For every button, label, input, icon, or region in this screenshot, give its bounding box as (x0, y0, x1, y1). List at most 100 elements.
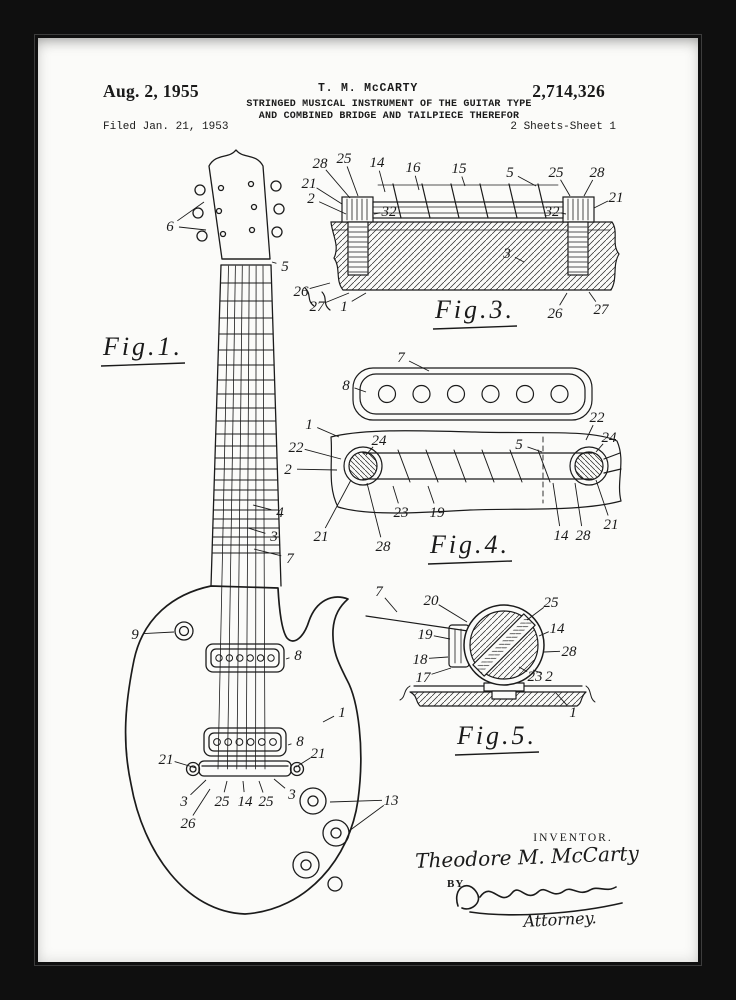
tuner-post (217, 184, 225, 192)
leader-line (574, 482, 583, 527)
guitar-tuner-pegs (192, 180, 285, 242)
string-diagonal (453, 449, 467, 483)
leader-line (242, 780, 245, 793)
patent-page (38, 38, 698, 962)
tuner-button (273, 203, 285, 215)
fig4-pickup (352, 367, 593, 421)
pole-piece (213, 738, 221, 746)
bridge-pickup-poles (213, 738, 277, 746)
callout-number: 28 (562, 644, 578, 660)
leader-line (192, 788, 211, 816)
tuner-button (270, 180, 282, 192)
pole-piece (246, 654, 254, 662)
fig3-torn-edge (321, 291, 331, 311)
leader-line (348, 804, 385, 832)
tuner-post (215, 207, 223, 215)
leader-line (271, 261, 277, 264)
neck-pickup-poles (215, 654, 275, 662)
leader-line (514, 256, 525, 263)
neck-edge-left (210, 264, 222, 587)
patent-title-line1: STRINGED MUSICAL INSTRUMENT OF THE GUITA… (246, 99, 532, 110)
stud-thread-lines (348, 226, 588, 273)
fig4-torn-top-piece (330, 430, 622, 514)
fig4-label: Fig.4. (429, 530, 510, 559)
callout-number: 25 (215, 794, 231, 810)
fig3-label: Fig.3. (434, 295, 515, 324)
leader-line (365, 446, 374, 456)
guitar-toggle-switch (174, 621, 194, 641)
callout-number: 7 (375, 584, 384, 600)
callout-number: 26 (294, 284, 310, 300)
leader-line (316, 187, 343, 205)
fig5-stud-shaft-lower (491, 690, 517, 700)
leader-line (392, 485, 399, 504)
leader-line (325, 169, 351, 199)
leader-line (329, 799, 383, 803)
leader-line (532, 669, 541, 674)
fig3-torn-edge (304, 287, 315, 307)
leader-line (428, 656, 449, 659)
pole-piece (224, 738, 233, 746)
leader-line (258, 780, 264, 793)
inventor-label: INVENTOR. (533, 832, 613, 844)
pole-piece (550, 384, 569, 404)
fig3-bridge-saddles (392, 183, 547, 219)
fig3-label-underline (432, 325, 518, 330)
signature-scribble (455, 884, 623, 916)
pole-piece (269, 738, 277, 746)
bridge-saddle (479, 183, 489, 219)
callout-number: 21 (314, 529, 329, 545)
callout-number: 21 (159, 752, 174, 768)
leader-line (378, 170, 386, 193)
leader-line (414, 175, 420, 191)
pole-piece (257, 738, 266, 746)
stud-knurl-lines (346, 198, 589, 221)
leader-line (296, 468, 338, 471)
callout-number: 23 (394, 505, 409, 521)
leader-line (174, 761, 197, 769)
callout-number: 3 (179, 794, 188, 810)
guitar-string (262, 265, 266, 770)
callout-number: 8 (296, 734, 304, 750)
patent-number: 2,714,326 (532, 81, 605, 101)
leader-line (552, 482, 561, 527)
callout-number: 21 (302, 176, 317, 192)
fig5-label-underline (454, 751, 540, 756)
leader-line (408, 360, 430, 372)
callout-number: 19 (430, 505, 446, 521)
callout-number: 28 (576, 528, 592, 544)
callout-number: 2 (284, 462, 292, 478)
callout-number: 18 (413, 652, 429, 668)
guitar-string (217, 265, 229, 770)
patent-date: Aug. 2, 1955 (103, 81, 199, 101)
by-label: BY (447, 878, 465, 890)
leader-line (517, 175, 537, 187)
fig5-stud-detail (365, 604, 596, 707)
leader-line (304, 448, 342, 460)
fig1-label-underline (100, 362, 186, 367)
leader-line (309, 282, 331, 290)
guitar-frets (211, 282, 281, 554)
bridge-saddle (392, 183, 402, 219)
guitar-strings (217, 265, 266, 770)
callout-number: 26 (181, 816, 197, 832)
fig3-wood-slab (330, 221, 620, 291)
leader-line (346, 166, 359, 197)
string-diagonal (481, 449, 495, 483)
callout-number: 3 (502, 246, 511, 262)
leader-line (366, 482, 382, 538)
leader-line (177, 201, 205, 222)
callout-number: 22 (590, 410, 606, 426)
leader-line (431, 667, 452, 675)
bridge-saddle (450, 183, 460, 219)
callout-number: 17 (416, 670, 433, 686)
callout-number: 6 (166, 219, 174, 235)
leader-line (223, 780, 228, 793)
pole-piece (267, 654, 275, 662)
callout-number: 4 (276, 505, 284, 521)
callout-number: 32 (381, 204, 398, 220)
callout-number: 8 (294, 648, 302, 664)
fig5-screw-slot (472, 613, 536, 677)
